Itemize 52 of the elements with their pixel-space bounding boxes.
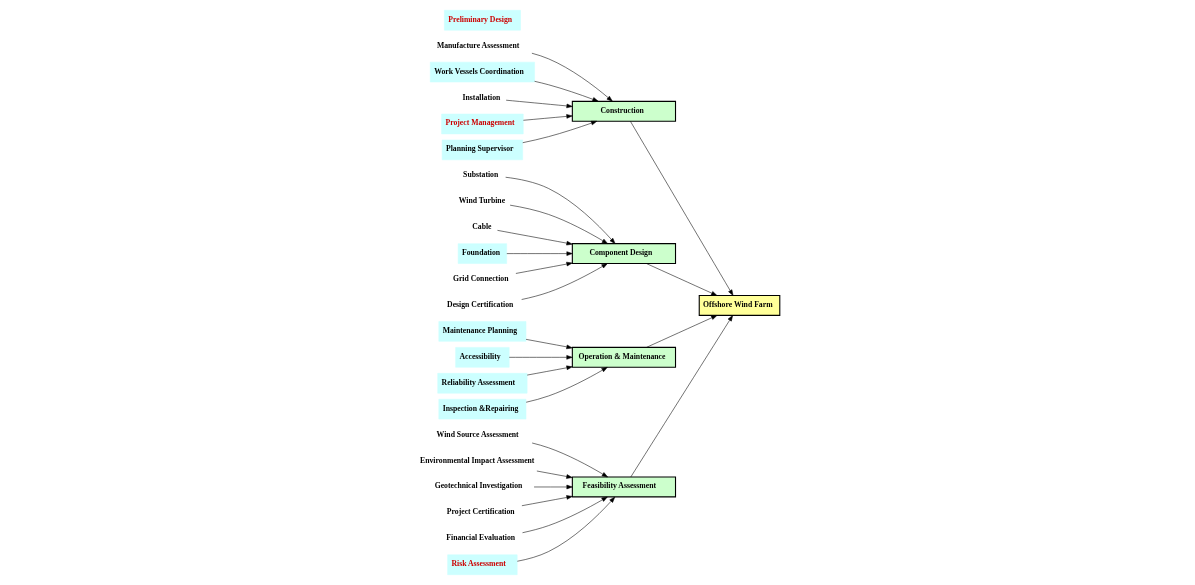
node-text: Wind Source Assessment: [436, 429, 519, 439]
node-text: Wind Turbine: [458, 196, 505, 206]
arrow: [504, 176, 615, 244]
arrow: [533, 81, 598, 102]
node-box: Offshore Wind Farm: [698, 294, 780, 316]
arrow: [645, 315, 717, 348]
node-text: Substation: [462, 170, 498, 180]
node-box: Feasibility Assessment: [571, 476, 676, 498]
arrow: [531, 442, 608, 478]
arrow: [522, 114, 572, 121]
node-text: Design Certification: [446, 299, 513, 309]
arrow: [521, 496, 608, 533]
arrow: [520, 263, 608, 300]
node-text: Manufacture Assessment: [436, 40, 519, 50]
node-text: Installation: [462, 92, 500, 102]
arrow: [515, 261, 573, 274]
arrow: [525, 367, 608, 403]
node-box: Risk Assessment: [446, 554, 517, 575]
arrow: [630, 315, 733, 478]
node-text: Grid Connection: [452, 274, 508, 284]
arrow: [505, 99, 573, 109]
node-text: Cable: [471, 222, 491, 232]
node-box: Maintenance Planning: [438, 321, 526, 342]
arrow: [521, 120, 597, 143]
node-box: Project Management: [440, 113, 523, 135]
node-text: Project Certification: [446, 507, 515, 517]
arrow: [509, 204, 608, 244]
node-box: Work Vessels Coordination: [429, 61, 535, 83]
arrow: [536, 470, 572, 479]
arrow: [629, 121, 733, 296]
node-text: Geotechnical Investigation: [434, 481, 522, 491]
node-box: Operation & Maintenance: [571, 346, 676, 368]
node-text: Environmental Impact Assessment: [419, 455, 534, 465]
arrow: [533, 484, 573, 490]
node-box: Foundation: [457, 243, 507, 264]
arrow: [506, 251, 573, 256]
arrow: [508, 355, 572, 360]
arrow: [525, 339, 572, 350]
node-box: Reliability Assessment: [436, 373, 527, 394]
arrow: [516, 496, 615, 562]
node-box: Accessibility: [454, 347, 509, 368]
arrow: [645, 263, 717, 296]
node-box: Component Design: [571, 243, 676, 265]
node-box: Preliminary Design: [443, 10, 521, 31]
node-box: Construction: [571, 100, 676, 122]
node-box: Planning Supervisor: [441, 139, 523, 161]
node-text: Financial Evaluation: [445, 533, 515, 543]
node-box: Inspection &Repairing: [438, 399, 526, 420]
arrow: [496, 230, 573, 246]
arrow: [531, 52, 613, 102]
arrow: [526, 365, 573, 376]
arrow: [521, 495, 573, 506]
